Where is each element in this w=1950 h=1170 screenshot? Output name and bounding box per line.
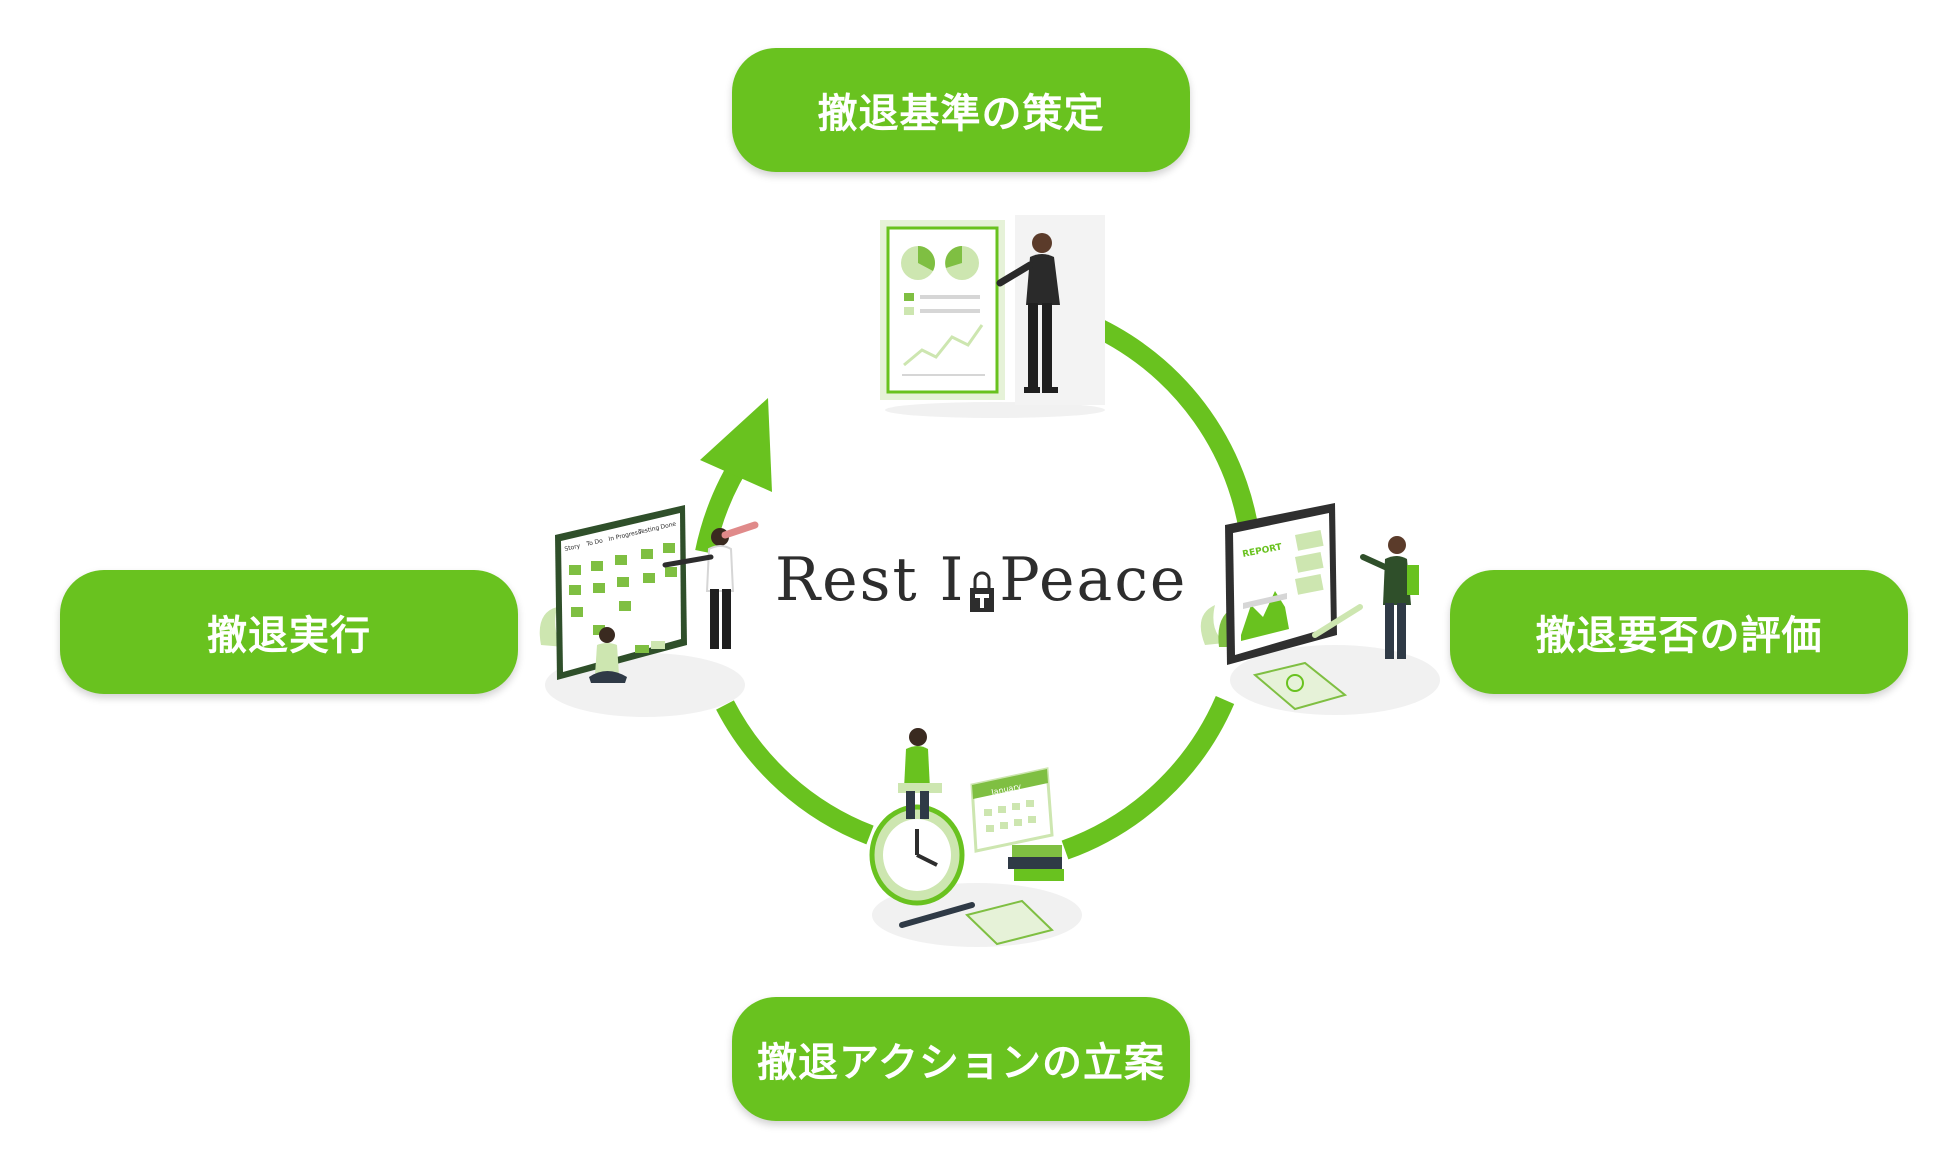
stage-execution-pill: 撤退実行 (60, 570, 518, 694)
stage-planning-pill: 撤退アクションの立案 (732, 997, 1190, 1121)
brand-logo: Rest I Peace (775, 545, 1187, 615)
brand-text-part1: Rest I (775, 545, 965, 615)
stage-criteria-label: 撤退基準の策定 (818, 81, 1105, 139)
report-evaluation-illustration: REPORT (1185, 495, 1445, 720)
stage-planning-label: 撤退アクションの立案 (757, 1030, 1165, 1088)
padlock-icon (969, 559, 995, 609)
presentation-illustration (870, 205, 1110, 420)
kanban-execution-illustration: Story To Do In Progress Testing Done (535, 495, 765, 720)
stage-evaluation-pill: 撤退要否の評価 (1450, 570, 1908, 694)
stage-execution-label: 撤退実行 (207, 603, 371, 661)
stage-criteria-pill: 撤退基準の策定 (732, 48, 1190, 172)
stage-evaluation-label: 撤退要否の評価 (1536, 603, 1823, 661)
planning-illustration: January (862, 725, 1092, 950)
cycle-arc-bottom-left (725, 705, 870, 835)
brand-text-part2: Peace (999, 545, 1187, 615)
